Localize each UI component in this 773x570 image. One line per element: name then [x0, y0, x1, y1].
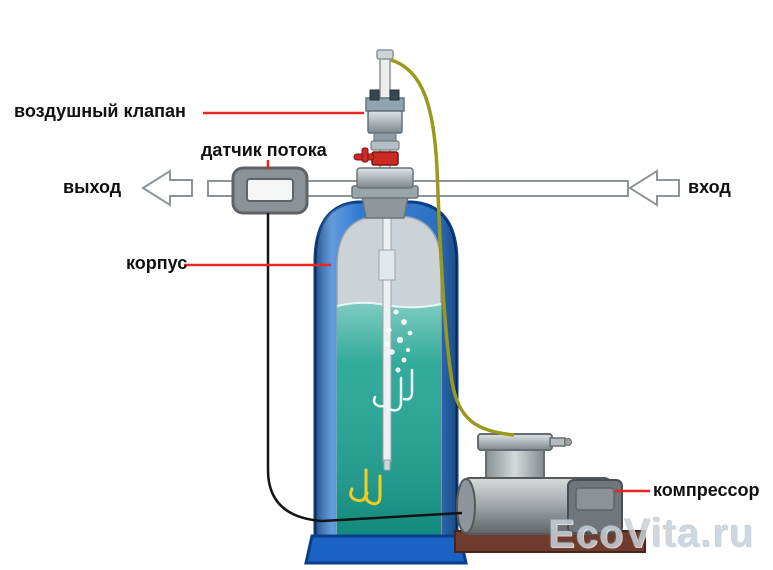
- air-tube: [390, 58, 515, 437]
- label-compressor: компрессор: [653, 480, 760, 500]
- compressor-end-cap: [456, 478, 476, 534]
- diffuser-hooks-white: [372, 368, 414, 412]
- label-flow-sensor: датчик потока: [201, 140, 327, 160]
- diffuser-hooks-yellow: [349, 468, 382, 506]
- label-outlet: выход: [63, 177, 122, 197]
- label-inlet: вход: [688, 177, 731, 197]
- watermark: EcoVita.ru: [548, 512, 756, 556]
- air-valve: [365, 89, 405, 151]
- label-housing: корпус: [126, 253, 188, 273]
- air-bubbles: [384, 309, 413, 373]
- tank-head-fitting: [351, 167, 419, 219]
- tank-pedestal: [304, 534, 468, 565]
- compressor: [454, 433, 646, 553]
- compressor-motor: [567, 479, 623, 534]
- inlet-arrow-icon: [628, 169, 680, 207]
- label-air-valve: воздушный клапан: [14, 101, 186, 121]
- leader-lines: [184, 111, 650, 493]
- compressor-intake: [477, 433, 572, 483]
- flow-sensor: [231, 166, 309, 215]
- shutoff-valve: [353, 147, 399, 166]
- signal-cable: [266, 213, 463, 523]
- outlet-arrow-icon: [141, 169, 193, 207]
